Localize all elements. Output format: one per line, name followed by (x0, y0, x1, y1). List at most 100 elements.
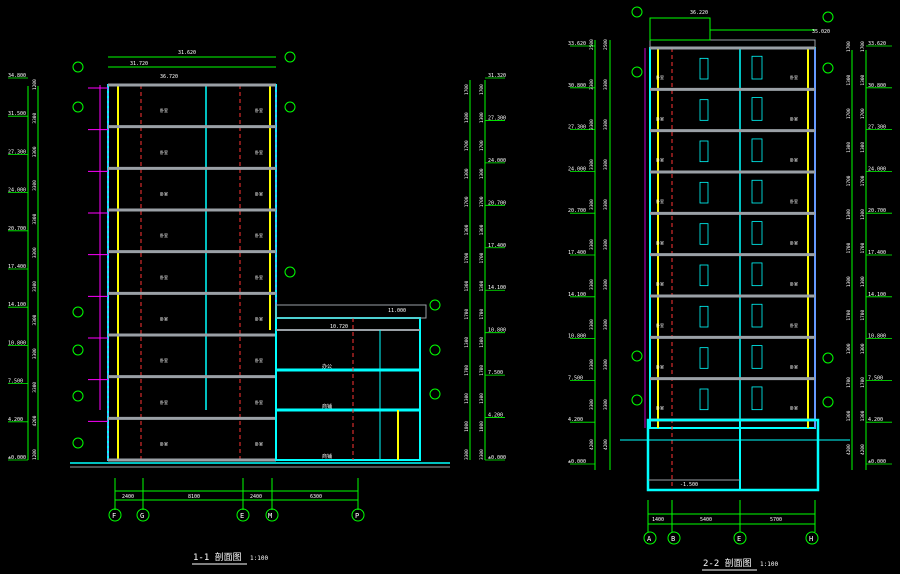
section-2-tower (644, 47, 816, 490)
dimension-label: 3300 (603, 199, 609, 210)
door-frame (699, 181, 709, 204)
room-label: 卧室 (255, 440, 263, 446)
room-label: 卧室 (790, 157, 798, 163)
section-1-shop-label-1: 商铺 (322, 453, 332, 460)
door-frame (751, 303, 763, 328)
dimension-label: 3300 (603, 279, 609, 290)
dimension-label: 1700 (846, 41, 852, 52)
dimension-label: 1700 (479, 252, 485, 263)
section-1-top-dim-1: 31.620 (178, 50, 196, 56)
elevation-label: 10.800 (868, 334, 886, 340)
section-2-title-text: 2-2 剖面图 (703, 557, 752, 569)
elevation-label: 17.400 (568, 250, 586, 256)
section-1-bay-dim-3: 2400 (250, 494, 262, 500)
dimension-label: 1700 (464, 308, 470, 319)
room-label: 卧室 (160, 190, 168, 196)
section-1-room-labels: 卧室卧室卧室卧室卧室卧室卧室卧室卧室卧室卧室卧室卧室卧室卧室卧室卧室卧室 (160, 107, 263, 446)
dimension-label: 1300 (846, 410, 852, 421)
elevation-label: 4.200 (8, 417, 23, 423)
section-2-axis-side-markers (631, 6, 834, 408)
door-frame (699, 264, 709, 287)
dimension-label: 3300 (32, 281, 38, 292)
dimension-label: 1700 (860, 41, 866, 52)
door-frame (751, 386, 763, 411)
dimension-label: 3300 (589, 359, 595, 370)
room-label: 卧室 (790, 405, 798, 411)
section-1-1: 34.80031.50027.30024.00020.70017.40014.1… (8, 50, 506, 565)
section-2-bay-dim-1: 1400 (652, 517, 664, 523)
dimension-label: 1700 (846, 310, 852, 321)
elevation-label: 24.000 (568, 166, 586, 172)
door-frame (699, 140, 709, 163)
section-1-grid-bubbles: F G E M P (108, 508, 365, 522)
dimension-label: 2500 (603, 39, 609, 50)
dimension-label: 1700 (479, 140, 485, 151)
dimension-label: 1700 (846, 377, 852, 388)
door-frame (751, 97, 763, 121)
dimension-label: 1300 (846, 209, 852, 220)
section-1-tower (99, 84, 277, 461)
dimension-label: 3300 (603, 119, 609, 130)
dimension-label: 1700 (860, 377, 866, 388)
dimension-label: 1300 (464, 224, 470, 235)
elevation-label: 30.800 (868, 83, 886, 89)
dimension-label: 3300 (32, 113, 38, 124)
dimension-label: 1300 (846, 276, 852, 287)
room-label: 卧室 (255, 274, 263, 280)
dimension-label: 3300 (32, 247, 38, 258)
elevation-label: 14.100 (868, 292, 886, 298)
dimension-label: 3300 (589, 239, 595, 250)
room-label: 卧室 (790, 281, 798, 287)
dimension-label: 1300 (479, 337, 485, 348)
room-label: 卧室 (255, 357, 263, 363)
section-1-top-dimensions: 31.620 31.720 36.720 (108, 50, 276, 80)
dimension-label: 1200 (32, 449, 38, 460)
elevation-label: 14.100 (8, 302, 26, 308)
room-label: 卧室 (255, 107, 263, 113)
elevation-label: 33.620 (568, 41, 586, 47)
elevation-label: 17.400 (8, 264, 26, 270)
dimension-label: 1300 (479, 224, 485, 235)
section-1-title-text: 1-1 剖面图 (193, 551, 242, 563)
room-label: 卧室 (790, 115, 798, 121)
dimension-label: 1700 (860, 175, 866, 186)
room-label: 卧室 (255, 149, 263, 155)
section-1-left-elevations: 34.80031.50027.30024.00020.70017.40014.1… (8, 73, 28, 461)
dimension-label: 1700 (479, 308, 485, 319)
room-label: 卧室 (255, 190, 263, 196)
dimension-label: 1300 (464, 168, 470, 179)
section-1-right-dimensions: 1700 1700 1300 1300 1700 1700 1300 1300 1700 1700… (464, 84, 485, 460)
room-label: 卧室 (790, 74, 798, 80)
room-label: 卧室 (656, 157, 664, 163)
section-1-right-elevations: 31.32027.30024.00020.70017.40014.10010.8… (485, 73, 506, 461)
room-label: 卧室 (790, 198, 798, 204)
room-label: 卧室 (255, 315, 263, 321)
elevation-label: 7.500 (488, 370, 503, 376)
dimension-label: 3300 (603, 359, 609, 370)
section-2-right-elevation-axis (851, 50, 867, 470)
dimension-label: 1700 (464, 365, 470, 376)
dimension-label: 1300 (479, 393, 485, 404)
dimension-label: 1800 (464, 421, 470, 432)
dimension-label: 3300 (589, 199, 595, 210)
dimension-label: 1700 (479, 365, 485, 376)
section-2-bay-dim-2: 5400 (700, 517, 712, 523)
dimension-label: 3300 (603, 319, 609, 330)
room-label: 卧室 (790, 239, 798, 245)
door-frame (751, 221, 763, 245)
dimension-label: 1700 (860, 310, 866, 321)
elevation-label: 31.320 (488, 73, 506, 79)
room-label: 卧室 (160, 274, 168, 280)
section-1-bay-dim-2: 8100 (188, 494, 200, 500)
door-frame (699, 99, 709, 121)
dimension-label: 1700 (464, 252, 470, 263)
elevation-label: ±0.000 (8, 455, 26, 461)
door-frame (751, 138, 763, 163)
section-2-grid-H: H (809, 535, 813, 543)
section-1-grid-F: F (112, 512, 116, 520)
dimension-label: 3300 (603, 399, 609, 410)
section-1-bay-dim-4: 6300 (310, 494, 322, 500)
